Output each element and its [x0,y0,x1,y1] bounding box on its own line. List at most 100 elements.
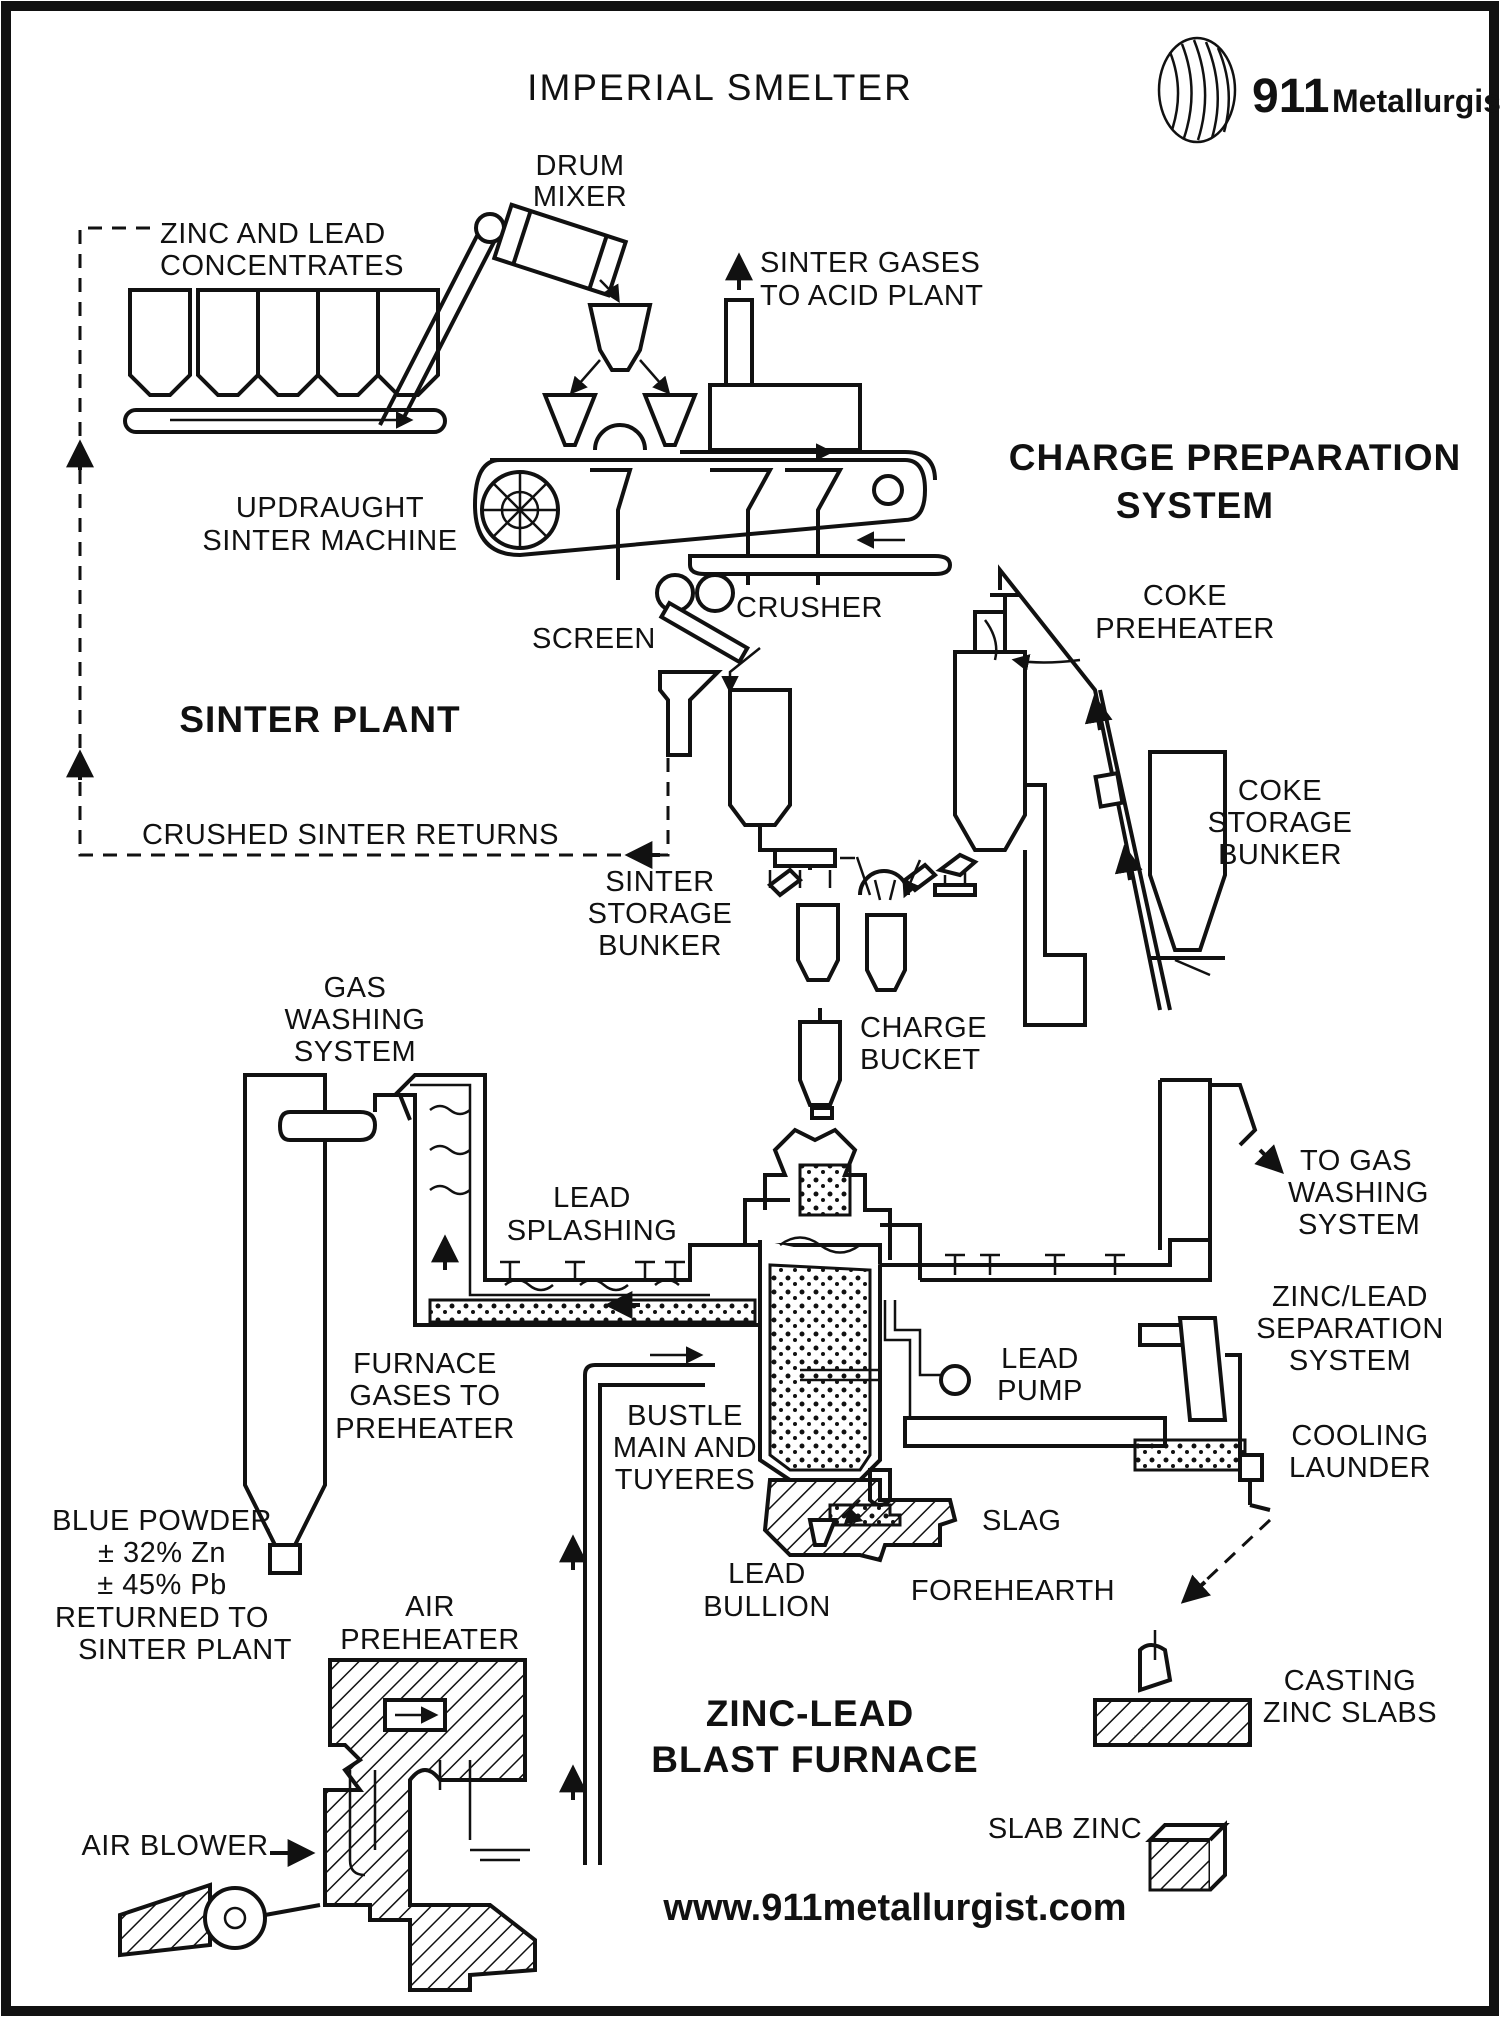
feed-hopper [587,303,653,372]
diagram-title: IMPERIAL SMELTER [527,67,913,108]
blue-powder-label-1: BLUE POWDER [52,1505,272,1537]
gas-hood [708,383,862,452]
charge-prep-title-2: SYSTEM [1116,485,1274,526]
casting-label-1: CASTING [1284,1665,1416,1697]
coke-preheater [953,650,1027,852]
to-gas-washing-label-1: TO GAS [1300,1145,1412,1177]
chute [658,670,723,757]
blast-furnace-title-1: ZINC-LEAD [706,1693,914,1734]
crusher-label: CRUSHER [736,592,883,624]
sinter-plant-equipment [66,202,953,869]
sinter-gas-stack [724,298,754,397]
cooling-launder-trough [903,1416,1167,1448]
bustle-label-3: TUYERES [615,1464,755,1496]
blue-powder-label-4: RETURNED TO [55,1602,269,1634]
gas-washing-label-2: WASHING [285,1004,426,1036]
lead-bullion-label-1: LEAD [728,1558,806,1590]
coke-storage-label-1: COKE [1238,775,1322,807]
concentrates-label-1: ZINC AND LEAD [160,218,386,250]
lead-pump-label-2: PUMP [997,1375,1083,1407]
gas-washing-label-1: GAS [324,972,387,1004]
updraught-sinter-machine [472,458,928,558]
cooling-launder-label-1: COOLING [1291,1420,1428,1452]
lead-splashing-label-1: LEAD [553,1182,631,1214]
lead-bullion-label-2: BULLION [703,1591,831,1623]
blue-powder-label-5: SINTER PLANT [78,1634,292,1666]
labels: DRUM MIXER ZINC AND LEAD CONCENTRATES SI… [52,150,1461,1929]
hot-air-duct [583,1363,715,1865]
screen-label: SCREEN [532,623,656,655]
air-blower [203,1886,267,1950]
coke-storage-label-3: BUNKER [1218,839,1342,871]
lead-pool [428,1298,757,1324]
bustle-label-1: BUSTLE [627,1400,743,1432]
charge-bucket-3 [798,1020,842,1107]
logo: 911 Metallurgist [1157,36,1500,144]
lead-pump [939,1364,971,1396]
gas-washing-label-3: SYSTEM [294,1036,416,1068]
air-preheater-label-1: AIR [405,1591,455,1623]
lead-pump-label-1: LEAD [1001,1343,1079,1375]
furnace-top [763,1127,892,1260]
storage-equipment [728,564,1227,1120]
slag-label: SLAG [982,1505,1061,1537]
air-blower-duct [118,1882,212,1958]
updraught-label-2: SINTER MACHINE [202,525,457,557]
air-preheater-label-2: PREHEATER [340,1624,520,1656]
gas-washing-column [243,1073,327,1547]
cooling-launder-label-2: LAUNDER [1289,1452,1431,1484]
drum-mixer [491,202,629,298]
crushed-sinter-return-line [78,226,670,857]
drum-mixer-label-2: MIXER [533,181,627,213]
blue-powder-label-2: ± 32% Zn [98,1537,226,1569]
bustle-label-2: MAIN AND [613,1432,757,1464]
sinter-storage-label-2: STORAGE [588,898,733,930]
slab-zinc-label: SLAB ZINC [988,1813,1142,1845]
zinc-lead-sep-label-1: ZINC/LEAD [1272,1281,1428,1313]
charge-prep-title-1: CHARGE PREPARATION [1009,437,1461,478]
sinter-gases-label-2: TO ACID PLANT [760,280,984,312]
crushed-sinter-label: CRUSHED SINTER RETURNS [142,819,559,851]
sinter-plant-title: SINTER PLANT [179,699,460,740]
lead-splashing-label-2: SPLASHING [507,1215,678,1247]
blast-furnace-equipment [118,1073,1284,1992]
forehearth-label: FOREHEARTH [911,1575,1115,1607]
coke-preheater-label-1: COKE [1143,580,1227,612]
air-preheater [323,1658,537,1992]
updraught-label-1: UPDRAUGHT [236,492,424,524]
drum-mixer-label-1: DRUM [536,150,625,182]
furnace-charge [768,1263,872,1472]
coke-storage-label-2: STORAGE [1208,807,1353,839]
zinc-lead-sep-label-2: SEPARATION [1256,1313,1444,1345]
inclined-conveyor [378,229,497,426]
concentrates-label-2: CONCENTRATES [160,250,404,282]
blast-furnace-title-2: BLAST FURNACE [651,1739,978,1780]
charge-bucket-1 [796,903,840,982]
slab-zinc-stack [1145,1820,1230,1892]
charge-bucket-label-1: CHARGE [860,1012,987,1044]
website-label[interactable]: www.911metallurgist.com [662,1887,1126,1929]
casting-label-2: ZINC SLABS [1263,1697,1437,1729]
coke-storage-bunker [1148,750,1227,952]
furnace-gases-label-2: GASES TO [349,1380,500,1412]
furnace-gases-label-3: PREHEATER [335,1413,515,1445]
air-blower-label: AIR BLOWER [81,1830,268,1862]
right-stack [1158,1078,1212,1250]
sinter-storage-label-1: SINTER [605,866,714,898]
screen [658,600,751,665]
to-gas-washing-label-2: WASHING [1288,1177,1429,1209]
charge-bucket-2 [865,913,907,992]
sinter-storage-label-3: BUNKER [598,930,722,962]
furnace-gases-label-1: FURNACE [353,1348,497,1380]
separation-bath [1177,1316,1228,1422]
logo-word: Metallurgist [1332,83,1500,119]
coke-preheater-label-2: PREHEATER [1095,613,1275,645]
charge-bucket-label-2: BUCKET [860,1044,981,1076]
to-gas-washing-label-3: SYSTEM [1298,1209,1420,1241]
blue-powder-label-3: ± 45% Pb [97,1569,227,1601]
concentrate-bins [128,288,440,397]
sinter-gases-label-1: SINTER GASES [760,247,980,279]
zinc-lead-sep-label-3: SYSTEM [1289,1345,1411,1377]
